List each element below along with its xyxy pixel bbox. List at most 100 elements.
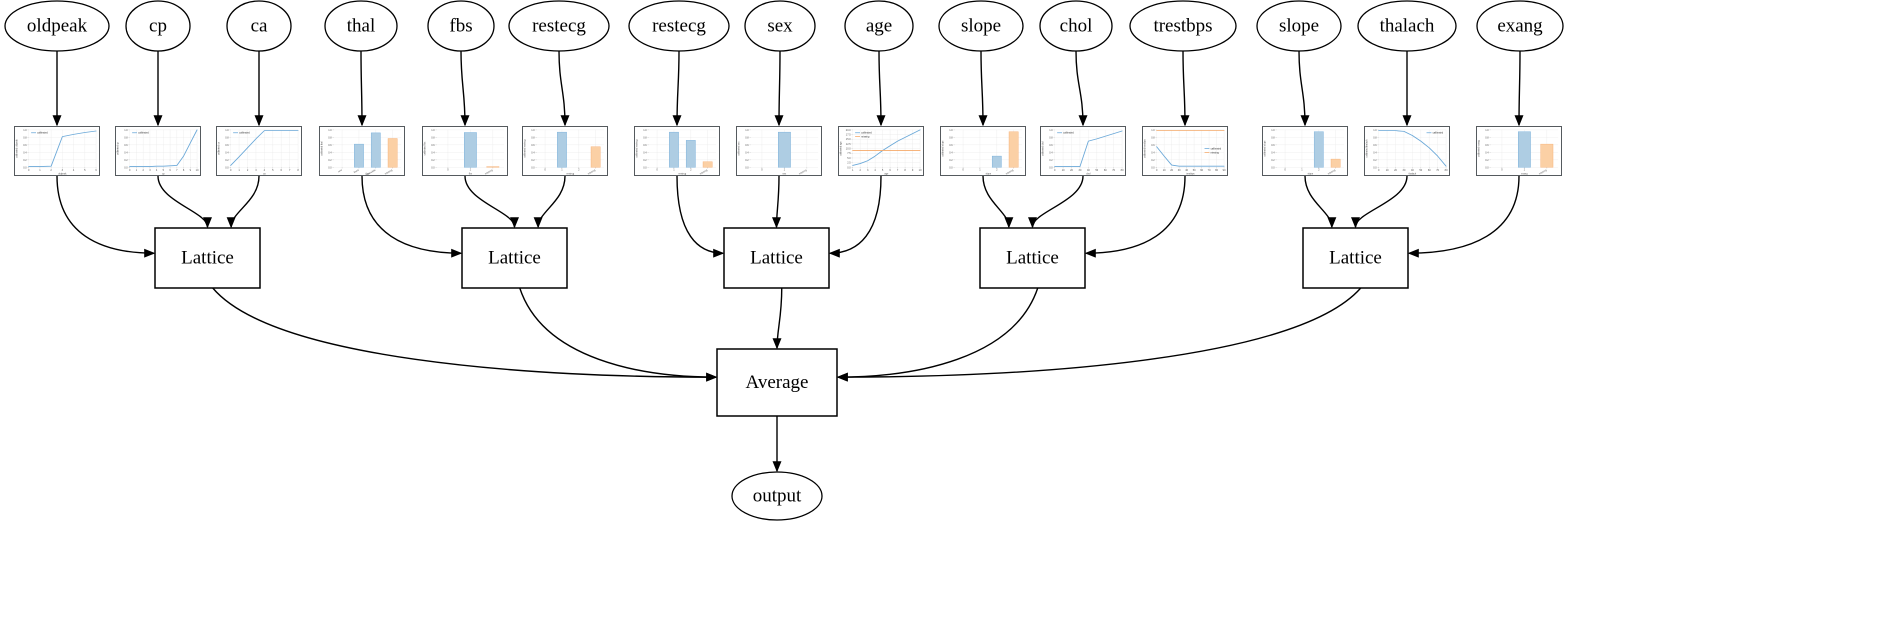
svg-text:20.0: 20.0 [846, 129, 852, 132]
svg-text:3: 3 [255, 169, 257, 172]
feature-node-slope2[interactable]: slope [1256, 0, 1342, 52]
edge-plot-to-lattice [828, 175, 882, 258]
feature-node-cp[interactable]: cp [125, 0, 191, 52]
feature-node-age[interactable]: age [844, 0, 914, 52]
lattice-node-lattice2[interactable]: Lattice [461, 227, 568, 289]
svg-text:calibrated cp: calibrated cp [117, 141, 120, 155]
svg-text:missing: missing [1538, 169, 1547, 175]
svg-text:70: 70 [1112, 169, 1115, 172]
svg-text:0.8: 0.8 [949, 136, 953, 139]
lattice-node-lattice5[interactable]: Lattice [1302, 227, 1409, 289]
svg-text:10: 10 [919, 169, 922, 172]
feature-node-exang[interactable]: exang [1476, 0, 1564, 52]
svg-text:0.6: 0.6 [1049, 144, 1053, 147]
svg-text:1: 1 [1524, 169, 1526, 172]
feature-node-thal[interactable]: thal [324, 0, 398, 52]
svg-text:calibrated slope: calibrated slope [1264, 140, 1267, 157]
svg-text:10: 10 [1062, 169, 1065, 172]
edge-plot-to-lattice [1407, 175, 1520, 258]
edge-plot-to-lattice [533, 175, 566, 229]
svg-text:4: 4 [156, 169, 158, 172]
feature-node-slope1[interactable]: slope [938, 0, 1024, 52]
average-node[interactable]: Average [716, 348, 838, 417]
svg-text:0.4: 0.4 [531, 151, 535, 154]
feature-node-restecg2[interactable]: restecg [628, 0, 730, 52]
feature-node-trestbps[interactable]: trestbps [1129, 0, 1237, 52]
svg-text:0.8: 0.8 [23, 136, 27, 139]
svg-text:calibrated: calibrated [138, 132, 149, 135]
svg-text:slope: slope [1308, 173, 1314, 175]
svg-text:0.6: 0.6 [23, 144, 27, 147]
feature-node-sex[interactable]: sex [744, 0, 816, 52]
svg-text:nml: nml [338, 169, 343, 174]
feature-node-restecg1[interactable]: restecg [508, 0, 610, 52]
edge-feature-to-plot [1075, 50, 1088, 127]
svg-text:1: 1 [852, 169, 854, 172]
lattice-node-lattice3[interactable]: Lattice [723, 227, 830, 289]
feature-node-label: age [866, 15, 892, 36]
svg-text:1: 1 [238, 169, 240, 172]
svg-text:0.6: 0.6 [745, 144, 749, 147]
svg-text:1: 1 [784, 169, 786, 172]
svg-text:0.8: 0.8 [745, 136, 749, 139]
edge-plot-to-lattice [157, 175, 212, 229]
feature-node-chol[interactable]: chol [1039, 0, 1113, 52]
lattice-node-label: Lattice [1006, 247, 1059, 268]
svg-text:60: 60 [1200, 169, 1203, 172]
feature-node-label: restecg [652, 15, 706, 36]
svg-text:20: 20 [1070, 169, 1073, 172]
svg-text:17.5: 17.5 [846, 134, 852, 137]
svg-text:10.0: 10.0 [846, 148, 852, 151]
svg-text:restecg: restecg [679, 172, 687, 175]
output-node[interactable]: output [731, 471, 823, 521]
svg-text:restecg: restecg [567, 172, 575, 175]
svg-text:0: 0 [1284, 169, 1286, 172]
svg-text:8: 8 [183, 169, 185, 172]
svg-text:0.2: 0.2 [124, 159, 128, 162]
svg-text:40: 40 [1185, 169, 1188, 172]
feature-node-fbs[interactable]: fbs [427, 0, 495, 52]
lattice-node-lattice4[interactable]: Lattice [979, 227, 1086, 289]
svg-text:4: 4 [73, 169, 75, 172]
feature-node-ca[interactable]: ca [226, 0, 292, 52]
lattice-node-lattice1[interactable]: Lattice [154, 227, 261, 289]
svg-text:0.2: 0.2 [643, 159, 647, 162]
svg-text:1.0: 1.0 [23, 129, 27, 132]
svg-text:5: 5 [163, 169, 165, 172]
edge-plot-to-lattice [982, 175, 1014, 229]
svg-text:0.6: 0.6 [531, 144, 535, 147]
feature-node-label: sex [767, 15, 793, 36]
svg-text:slope: slope [986, 173, 992, 175]
feature-node-oldpeak[interactable]: oldpeak [4, 0, 110, 52]
svg-text:4: 4 [874, 169, 876, 172]
svg-text:0.4: 0.4 [1485, 151, 1489, 154]
svg-text:1.0: 1.0 [1373, 129, 1377, 132]
feature-node-label: cp [149, 15, 167, 36]
svg-text:0.2: 0.2 [23, 159, 27, 162]
svg-text:0.0: 0.0 [949, 166, 953, 169]
svg-text:0.4: 0.4 [1049, 151, 1053, 154]
feature-node-thalach[interactable]: thalach [1357, 0, 1457, 52]
svg-text:0.2: 0.2 [949, 159, 953, 162]
svg-text:age: age [884, 173, 889, 175]
svg-text:50: 50 [1419, 169, 1422, 172]
svg-text:2.5: 2.5 [847, 162, 851, 165]
svg-text:10: 10 [1163, 169, 1166, 172]
svg-text:0.8: 0.8 [643, 136, 647, 139]
svg-text:sex: sex [783, 173, 787, 175]
